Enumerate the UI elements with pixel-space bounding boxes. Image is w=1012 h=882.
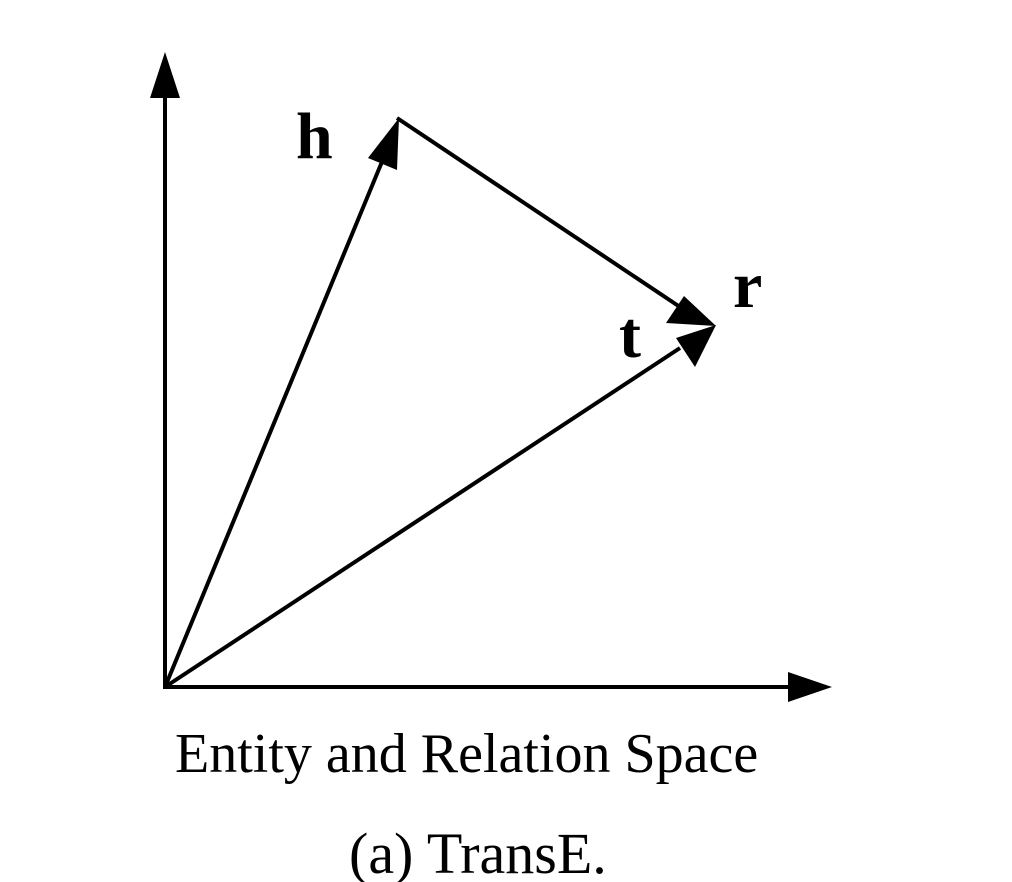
h-vector (163, 118, 399, 688)
t-label: t (619, 299, 641, 372)
h-vector-arrowhead (368, 118, 399, 170)
figure-caption: (a) TransE. (349, 821, 607, 882)
space-label: Entity and Relation Space (175, 723, 758, 785)
t-vector-arrowhead (676, 325, 716, 367)
x-axis-arrowhead (788, 672, 832, 702)
r-vector-arrowhead (666, 296, 716, 326)
y-axis (150, 52, 180, 688)
t-vector-line (163, 346, 682, 689)
h-label: h (296, 100, 333, 173)
y-axis-arrowhead (150, 52, 180, 98)
t-vector (163, 325, 716, 689)
x-axis (163, 672, 832, 702)
h-vector-line (163, 151, 388, 688)
r-vector (395, 116, 716, 326)
r-label: r (733, 249, 762, 322)
r-vector-line (395, 116, 682, 309)
